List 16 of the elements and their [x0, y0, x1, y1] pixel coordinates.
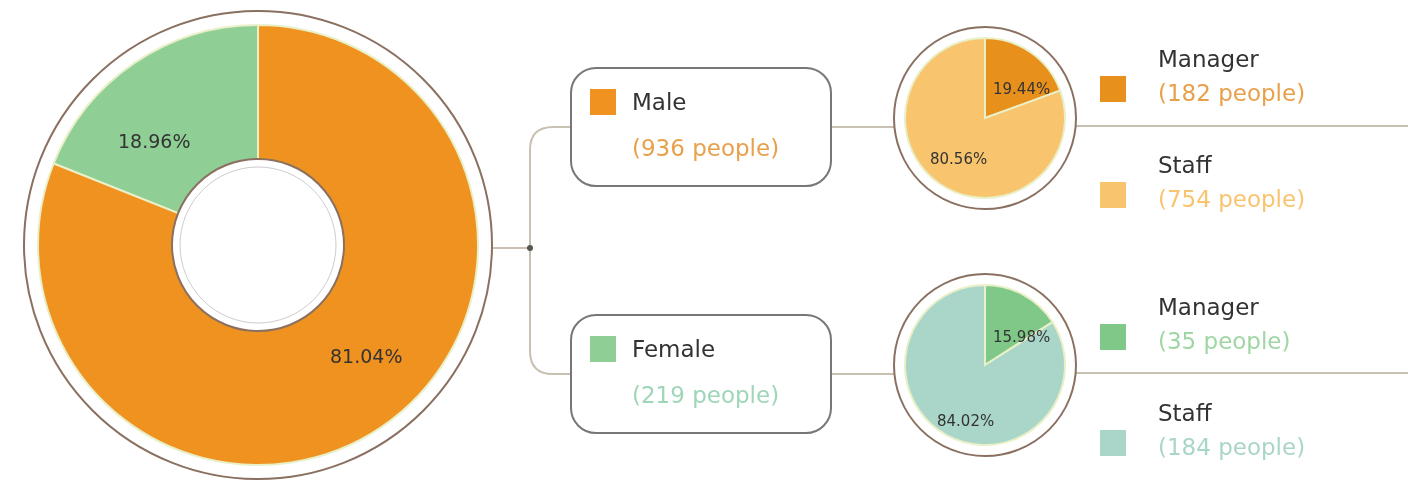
percentage-label: 81.04%	[330, 345, 403, 367]
percentage-label: 19.44%	[993, 80, 1051, 98]
legend-label: Manager (35 people)	[1158, 293, 1292, 356]
count-label: (936 people)	[632, 135, 780, 161]
category-box	[570, 67, 832, 187]
legend-label: Manager (182 people)	[1158, 45, 1307, 108]
percentage-label: 84.02%	[937, 412, 995, 430]
connector-line	[491, 247, 571, 375]
count-label: (219 people)	[632, 382, 780, 408]
category-box	[570, 314, 832, 434]
percentage-label: 18.96%	[118, 130, 191, 152]
legend-label: Staff (184 people)	[1158, 399, 1307, 462]
legend-label: Staff (754 people)	[1158, 151, 1307, 214]
category-label: Male	[632, 89, 687, 115]
category-label: Female	[632, 336, 716, 362]
percentage-label: 80.56%	[930, 150, 988, 168]
